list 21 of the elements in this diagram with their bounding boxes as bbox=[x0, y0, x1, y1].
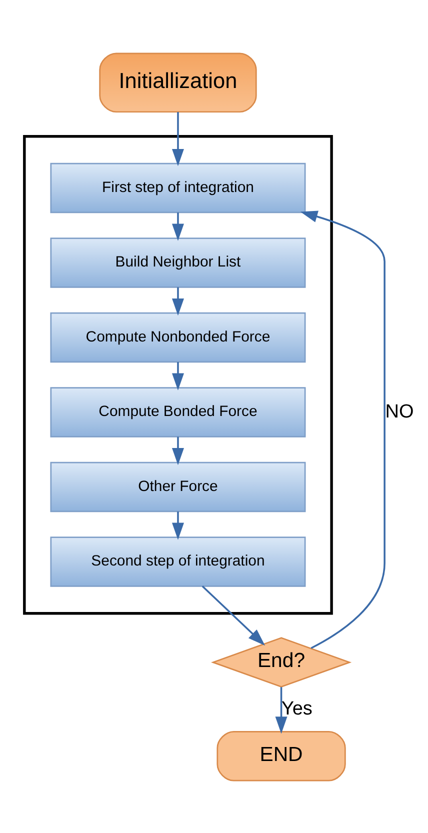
arrow bbox=[275, 686, 288, 734]
arrow bbox=[172, 286, 184, 316]
node-box: Other Force bbox=[50, 461, 306, 512]
node-box: Build Neighbor List bbox=[50, 237, 306, 288]
arrow bbox=[172, 212, 184, 240]
edge-label: NO bbox=[385, 400, 414, 422]
arrow bbox=[172, 436, 184, 465]
arrow bbox=[300, 210, 386, 648]
arrow bbox=[202, 585, 266, 646]
arrow bbox=[172, 511, 184, 540]
edge-label: Yes bbox=[281, 698, 312, 719]
node-diamond: End? bbox=[210, 636, 352, 687]
node-box: END bbox=[216, 730, 346, 781]
cluster bbox=[23, 134, 333, 614]
node-box: Compute Bonded Force bbox=[50, 386, 306, 437]
node-box: Initiallization bbox=[99, 52, 257, 112]
node-box: Second step of integration bbox=[50, 536, 306, 586]
arrow bbox=[172, 362, 184, 390]
node-box: Compute Nonbonded Force bbox=[50, 312, 306, 362]
node-box: First step of integration bbox=[50, 162, 306, 213]
arrow bbox=[172, 112, 184, 166]
